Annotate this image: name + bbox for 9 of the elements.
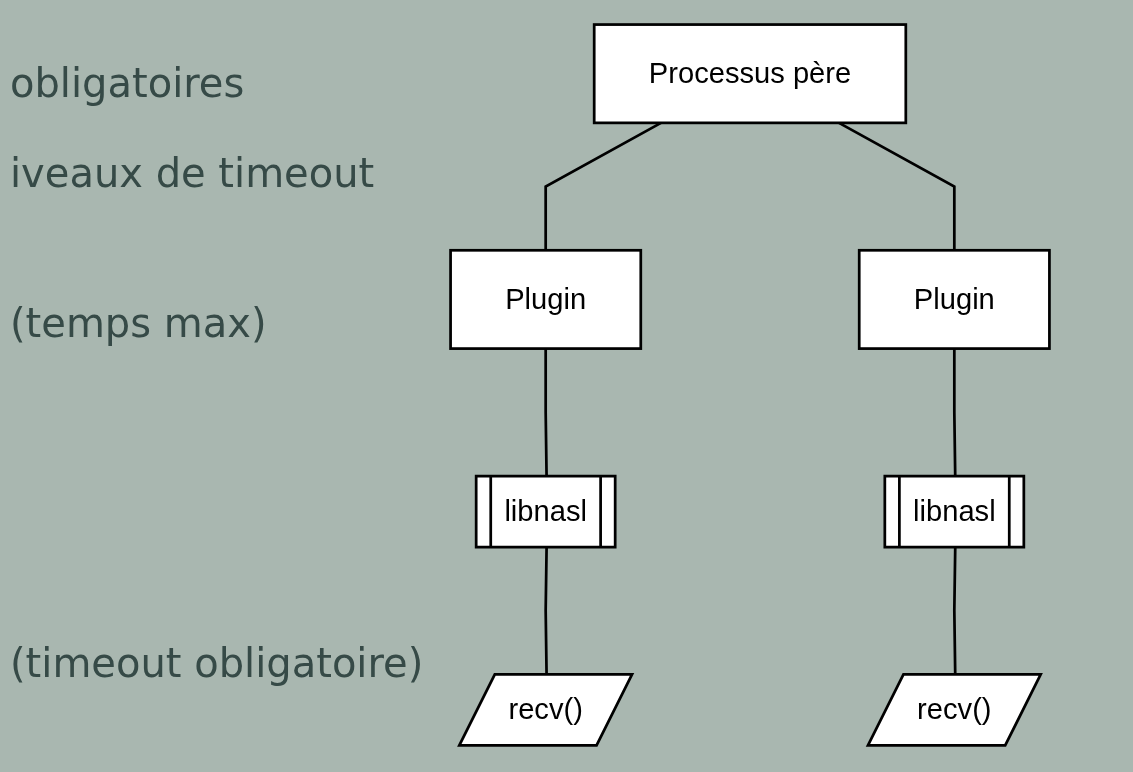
slide-text: iveaux de timeout — [10, 150, 375, 196]
slide-text: (temps max) — [10, 300, 267, 346]
node-box: Plugin — [449, 248, 643, 350]
connector — [952, 348, 957, 477]
node-box: Processus père — [592, 23, 908, 125]
slide-text: obligatoires — [10, 60, 245, 106]
node-box: Plugin — [857, 248, 1051, 350]
slide-text: (timeout obligatoire) — [10, 640, 424, 686]
connector — [544, 348, 548, 477]
